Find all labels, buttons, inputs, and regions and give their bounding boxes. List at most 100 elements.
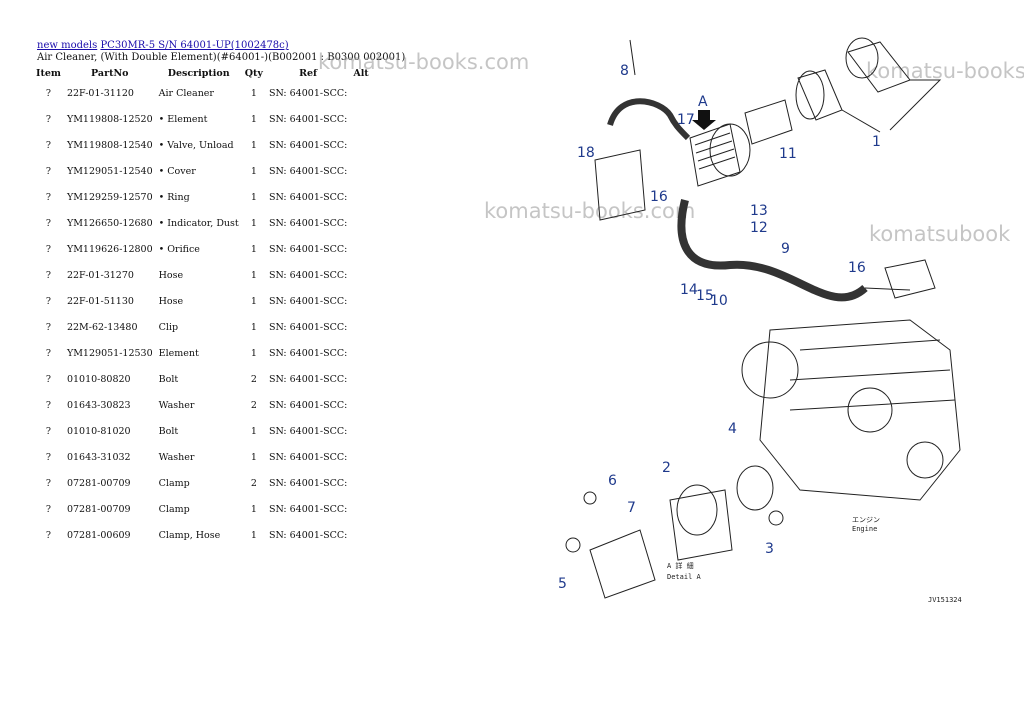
callout: 3: [765, 541, 774, 557]
cell-partno: YM129051-12540: [66, 165, 153, 177]
cell-item: ?: [45, 503, 52, 515]
cell-partno: YM119808-12520: [66, 113, 153, 125]
cell-alt: [350, 392, 371, 418]
callout: 12: [750, 220, 768, 236]
cell-alt: [350, 288, 371, 314]
cell-alt: [350, 366, 371, 392]
diagram-part: [669, 489, 733, 561]
cell-item: ?: [45, 425, 52, 437]
cell-qty: 1: [250, 191, 257, 203]
diagram-part: [744, 99, 793, 145]
diagram-part: [565, 537, 581, 553]
cell-partno: 07281-00709: [66, 503, 131, 515]
cell-alt: [350, 80, 371, 106]
cell-partno: 22F-01-31270: [66, 269, 134, 281]
diagram-part: [589, 529, 656, 599]
header-alt: Alt: [353, 67, 369, 79]
callout: 15: [696, 288, 714, 304]
cell-alt: [350, 210, 371, 236]
diagram-part: [689, 123, 741, 187]
breadcrumb-link-new-models[interactable]: new models: [37, 40, 98, 51]
cell-item: ?: [45, 451, 52, 463]
cell-description: Element: [158, 347, 199, 359]
cell-description: • Ring: [158, 191, 190, 203]
cell-partno: 22M-62-13480: [66, 321, 138, 333]
cell-ref: SN: 64001-SCC:: [268, 139, 348, 151]
cell-ref: SN: 64001-SCC:: [268, 269, 348, 281]
breadcrumb-link-model[interactable]: PC30MR-5 S/N 64001-UP(1002478c): [100, 40, 289, 51]
cell-item: ?: [45, 347, 52, 359]
table-row: ? 01010-81020 Bolt 1 SN: 64001-SCC:: [33, 418, 372, 444]
detail-caption-en: Detail A: [667, 573, 702, 581]
engine-caption-en: Engine: [852, 525, 877, 533]
cell-item: ?: [45, 529, 52, 541]
diagram-engine-part: [847, 387, 893, 433]
cell-item: ?: [45, 165, 52, 177]
cell-description: Hose: [158, 295, 184, 307]
diagram-part: [694, 132, 736, 170]
cell-alt: [350, 314, 371, 340]
cell-alt: [350, 184, 371, 210]
cell-item: ?: [45, 217, 52, 229]
cell-qty: 1: [250, 451, 257, 463]
cell-item: ?: [45, 87, 52, 99]
arrow-a-icon: [692, 110, 716, 130]
cell-description: • Cover: [158, 165, 196, 177]
cell-ref: SN: 64001-SCC:: [268, 529, 348, 541]
cell-qty: 1: [250, 425, 257, 437]
cell-qty: 1: [250, 113, 257, 125]
callout: 11: [779, 146, 797, 162]
diagram-engine: [759, 319, 961, 501]
cell-partno: 01643-30823: [66, 399, 131, 411]
diagram-leader: [629, 39, 942, 133]
breadcrumb: new models PC30MR-5 S/N 64001-UP(1002478…: [37, 40, 289, 51]
diagram-part: [677, 199, 868, 302]
cell-description: Clamp: [158, 503, 190, 515]
diagram-engine-part: [906, 441, 944, 479]
cell-alt: [350, 262, 371, 288]
cell-alt: [350, 496, 371, 522]
callout: 2: [662, 460, 671, 476]
callout: 8: [620, 63, 629, 79]
diagram-part: [795, 70, 825, 120]
cell-item: ?: [45, 373, 52, 385]
cell-ref: SN: 64001-SCC:: [268, 503, 348, 515]
callout: 13: [750, 203, 768, 219]
cell-qty: 1: [250, 295, 257, 307]
cell-description: Bolt: [158, 425, 179, 437]
cell-ref: SN: 64001-SCC:: [268, 477, 348, 489]
cell-alt: [350, 340, 371, 366]
diagram-part: [768, 510, 784, 526]
cell-ref: SN: 64001-SCC:: [268, 243, 348, 255]
cell-ref: SN: 64001-SCC:: [268, 451, 348, 463]
diagram-part: [594, 149, 646, 221]
cell-description: Air Cleaner: [158, 87, 214, 99]
callout: 16: [848, 260, 866, 276]
header-item: Item: [36, 67, 61, 79]
cell-qty: 2: [250, 477, 257, 489]
cell-item: ?: [45, 113, 52, 125]
cell-partno: 07281-00709: [66, 477, 131, 489]
cell-partno: 01010-81020: [66, 425, 131, 437]
cell-qty: 1: [250, 217, 257, 229]
cell-qty: 2: [250, 399, 257, 411]
cell-description: • Indicator, Dust: [158, 217, 239, 229]
cell-alt: [350, 522, 371, 548]
cell-ref: SN: 64001-SCC:: [268, 425, 348, 437]
callout: 14: [680, 282, 698, 298]
cell-partno: YM119626-12800: [66, 243, 153, 255]
cell-description: • Valve, Unload: [158, 139, 234, 151]
cell-qty: 1: [250, 243, 257, 255]
cell-qty: 1: [250, 347, 257, 359]
diagram-part: [884, 259, 936, 299]
cell-qty: 1: [250, 269, 257, 281]
